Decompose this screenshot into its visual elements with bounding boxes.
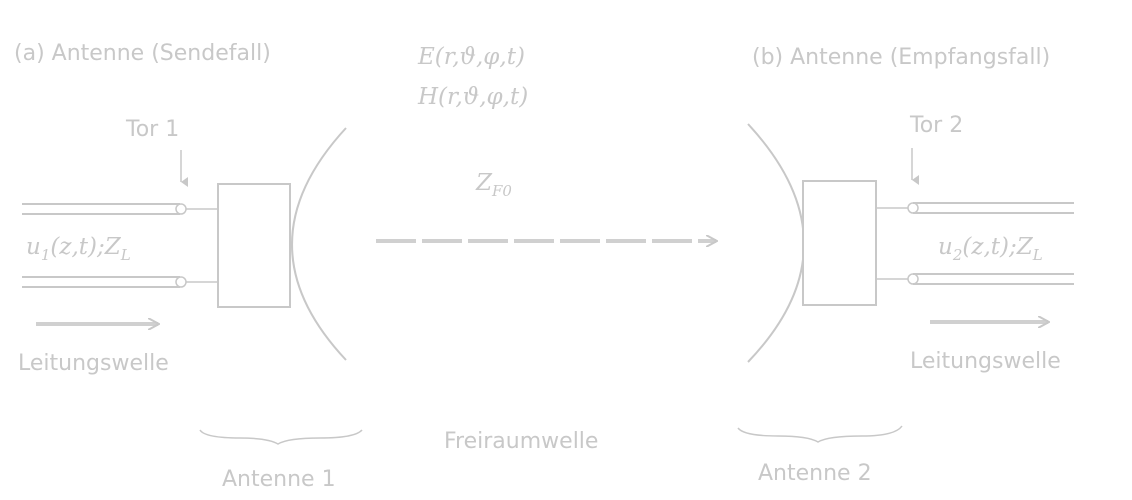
left-wavefront-arc: [291, 127, 347, 361]
antenna-1-label: Antenne 1: [222, 467, 336, 492]
left-port-label: Tor 1: [125, 117, 179, 142]
right-wave-label: Leitungswelle: [910, 349, 1061, 374]
right-transmission-line: [876, 202, 1074, 285]
right-signal-label: u2(z,t);ZL: [938, 234, 1043, 264]
antenna-1-brace: [199, 429, 363, 445]
antenna-2-box: [802, 180, 877, 306]
right-port-label: Tor 2: [909, 113, 963, 138]
free-space-impedance: ZF0: [475, 170, 512, 200]
free-space-wave-label: Freiraumwelle: [444, 429, 598, 454]
right-wavefront-arc: [747, 123, 805, 363]
antenna-2-label: Antenne 2: [758, 461, 872, 486]
e-field-label: E(r,ϑ,φ,t): [417, 44, 525, 70]
antenna-2-brace: [737, 425, 903, 443]
left-signal-label: u1(z,t);ZL: [26, 234, 131, 264]
antenna-1-box: [217, 183, 291, 308]
left-heading: (a) Antenne (Sendefall): [14, 41, 271, 66]
left-wave-label: Leitungswelle: [18, 351, 169, 376]
left-transmission-line: [22, 203, 218, 288]
right-heading: (b) Antenne (Empfangsfall): [752, 45, 1050, 70]
h-field-label: H(r,ϑ,φ,t): [417, 84, 528, 110]
